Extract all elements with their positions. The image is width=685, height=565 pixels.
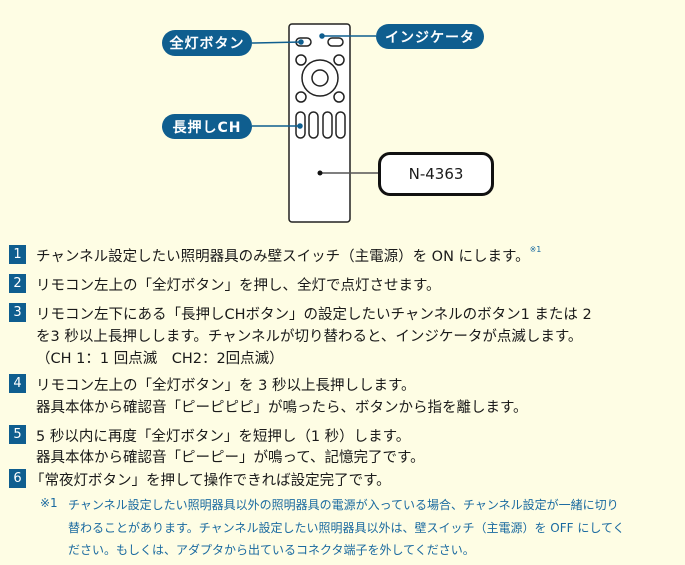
footnote-ref: ※1 [529,245,542,254]
step-text: リモコン左下にある「長押しCHボタン」の設定したいチャンネルのボタン1 または … [36,307,592,323]
footnote-text: 替わることがあります。チャンネル設定したい照明器具以外は、壁スイッチ（主電源）を… [68,521,625,535]
step-number: 2 [9,274,26,293]
model-number-label: N-4363 [378,152,494,196]
step-text: 「常夜灯ボタン」を押して操作できれば設定完了です。 [30,473,391,489]
label-all-light-button: 全灯ボタン [162,30,252,56]
step-text: を3 秒以上長押しします。チャンネルが切り替わると、インジケータが点滅します。 [36,329,583,345]
step-number: 6 [9,469,26,488]
remote-control [288,23,351,223]
label-long-press-ch: 長押しCH [162,114,252,139]
step-text: リモコン左上の「全灯ボタン」を押し、全灯で点灯させます。 [36,278,441,294]
footnote-text: ださい。もしくは、アダプタから出ているコネクタ端子を外してください。 [68,543,475,557]
footnote-mark: ※1 [40,496,58,510]
leader-lines [251,33,376,129]
footnote-text: チャンネル設定したい照明器具以外の照明器具の電源が入っている場合、チャンネル設定… [68,498,619,512]
step-text: 器具本体から確認音「ピーピー」が鳴って、記憶完了です。 [36,450,425,466]
label-indicator: インジケータ [376,24,484,49]
step-number: 5 [9,425,26,444]
model-leader [317,170,378,176]
step-number: 4 [9,374,26,393]
step-number: 3 [9,303,26,322]
step-text: 器具本体から確認音「ピーピピピ」が鳴ったら、ボタンから指を離します。 [36,400,528,416]
step-number: 1 [9,245,26,264]
step-text: 5 秒以内に再度「全灯ボタン」を短押し（1 秒）します。 [36,429,411,445]
step-text: リモコン左上の「全灯ボタン」を 3 秒以上長押しします。 [36,378,416,394]
remote-diagram [251,23,378,223]
step-text: （CH 1：1 回点滅 CH2：2回点滅） [36,351,284,367]
step-text: チャンネル設定したい照明器具のみ壁スイッチ（主電源）を ON にします。 [36,249,530,265]
